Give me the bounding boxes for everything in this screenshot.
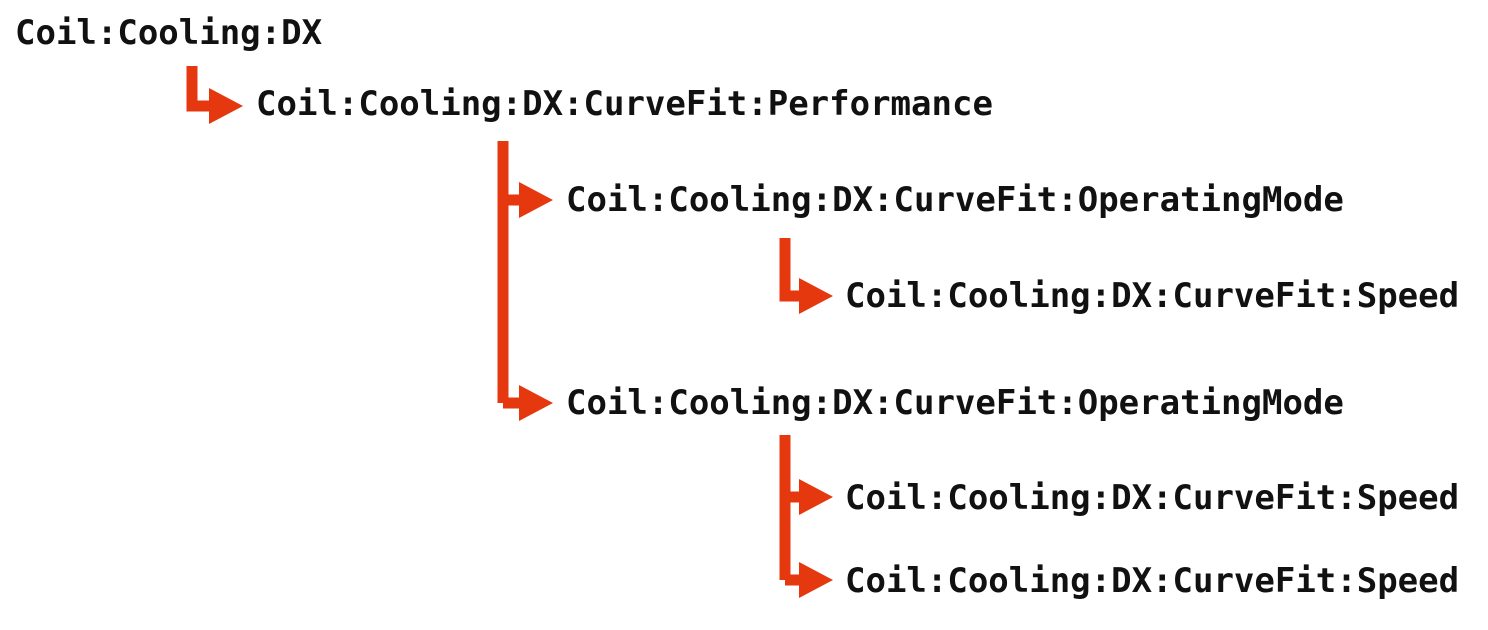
node-label-coil-cooling-dx: Coil:Cooling:DX (15, 13, 323, 53)
node-label-curvefit-operatingmode-1: Coil:Cooling:DX:CurveFit:OperatingMode (566, 180, 1344, 220)
arrowhead-icon (519, 182, 553, 218)
arrowhead-icon (209, 88, 243, 124)
connector-elbow-line (186, 66, 220, 112)
connector-operatingmode1-to-speed1 (779, 238, 833, 314)
node-label-curvefit-speed-3: Coil:Cooling:DX:CurveFit:Speed (845, 561, 1460, 601)
arrowhead-icon (799, 479, 833, 515)
arrowhead-icon (519, 385, 553, 421)
node-label-curvefit-speed-1: Coil:Cooling:DX:CurveFit:Speed (845, 276, 1460, 316)
node-label-curvefit-speed-2: Coil:Cooling:DX:CurveFit:Speed (845, 478, 1460, 518)
connector-performance-to-operatingmodes (497, 141, 553, 421)
connector-elbow-line (779, 238, 810, 302)
node-label-curvefit-performance: Coil:Cooling:DX:CurveFit:Performance (256, 84, 993, 124)
arrowhead-icon (799, 278, 833, 314)
arrowhead-icon (799, 562, 833, 598)
node-label-curvefit-operatingmode-2: Coil:Cooling:DX:CurveFit:OperatingMode (566, 383, 1344, 423)
connector-root-to-performance (186, 66, 243, 124)
connector-operatingmode2-to-speeds (779, 435, 833, 598)
